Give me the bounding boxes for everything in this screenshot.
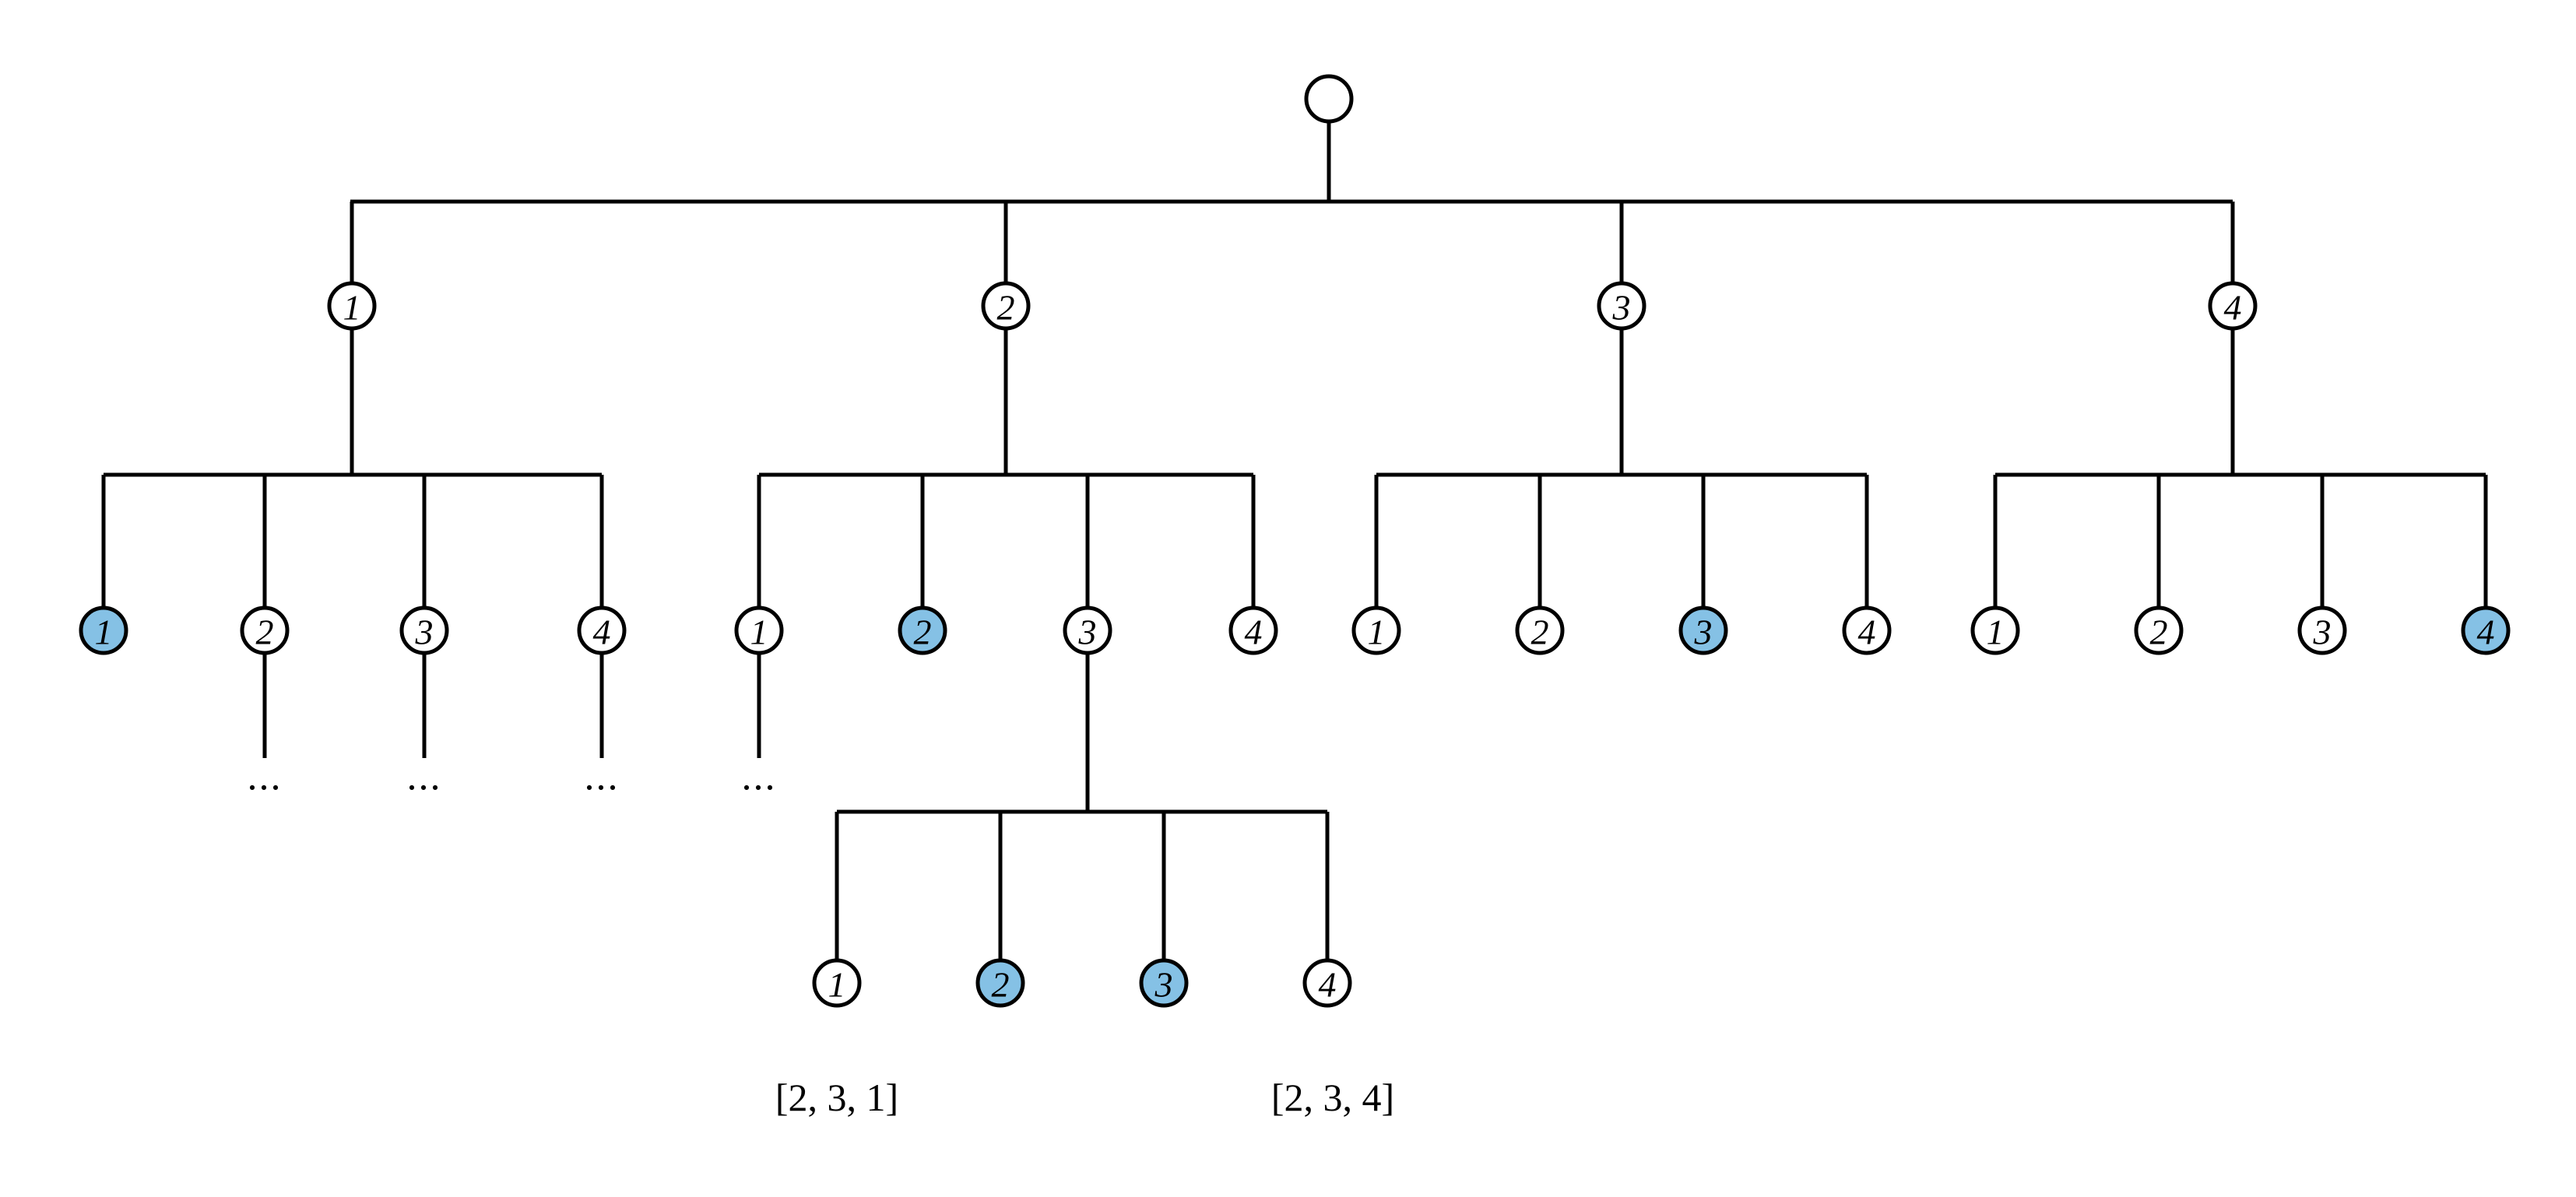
node-2-3-circle[interactable]: [1063, 606, 1112, 655]
node-3-4[interactable]: 4: [1842, 606, 1892, 655]
node-2-4[interactable]: 4: [1228, 606, 1278, 655]
node-1-2-label: 2: [256, 613, 274, 652]
path-label-right: [2, 3, 4]: [1271, 1076, 1394, 1119]
node-3-4-circle[interactable]: [1842, 606, 1892, 655]
node-3-1-circle[interactable]: [1351, 606, 1401, 655]
node-4-3-label: 3: [2313, 613, 2332, 652]
node-2-3[interactable]: 3: [1063, 606, 1112, 655]
node-2-3-3-circle[interactable]: [1139, 958, 1189, 1008]
node-2-3-1[interactable]: 1: [812, 958, 862, 1008]
node-4-4[interactable]: 4: [2461, 606, 2511, 655]
node-3-3[interactable]: 3: [1678, 606, 1728, 655]
node-3-circle[interactable]: [1597, 281, 1646, 331]
node-2-3-4[interactable]: 4: [1302, 958, 1352, 1008]
node-1-3-circle[interactable]: [399, 606, 449, 655]
node-4-4-circle[interactable]: [2461, 606, 2511, 655]
node-2-2-circle[interactable]: [898, 606, 947, 655]
node-1-1-label: 1: [95, 613, 113, 652]
node-1-2[interactable]: 2: [240, 606, 290, 655]
node-1-1[interactable]: 1: [79, 606, 128, 655]
ellipsis-under-node-1-3: ...: [407, 755, 442, 799]
node-3-4-label: 4: [1858, 613, 1876, 652]
edges-layer: [101, 121, 2488, 960]
node-3-1[interactable]: 1: [1351, 606, 1401, 655]
node-2[interactable]: 2: [981, 281, 1031, 331]
node-3-2-label: 2: [1531, 613, 1549, 652]
node-4-3[interactable]: 3: [2297, 606, 2347, 655]
node-3[interactable]: 3: [1597, 281, 1646, 331]
root-node[interactable]: [1304, 74, 1354, 124]
node-1-3-label: 3: [415, 613, 434, 652]
node-2-3-2-circle[interactable]: [975, 958, 1025, 1008]
node-2-4-label: 4: [1245, 613, 1263, 652]
node-3-2-circle[interactable]: [1515, 606, 1565, 655]
node-2-3-3[interactable]: 3: [1139, 958, 1189, 1008]
node-1-4[interactable]: 4: [577, 606, 627, 655]
node-1-2-circle[interactable]: [240, 606, 290, 655]
node-2-3-label: 3: [1078, 613, 1097, 652]
node-4-2-label: 2: [2150, 613, 2168, 652]
ellipsis-under-node-1-2: ...: [248, 755, 283, 799]
node-4-3-circle[interactable]: [2297, 606, 2347, 655]
node-3-label: 3: [1612, 288, 1631, 328]
node-4-circle[interactable]: [2208, 281, 2258, 331]
node-1[interactable]: 1: [327, 281, 377, 331]
node-3-1-label: 1: [1368, 613, 1386, 652]
node-4-2-circle[interactable]: [2134, 606, 2184, 655]
node-4-1-label: 1: [1987, 613, 2005, 652]
node-3-3-label: 3: [1694, 613, 1713, 652]
node-1-1-circle[interactable]: [79, 606, 128, 655]
node-2-3-2-label: 2: [992, 965, 1010, 1005]
path-label-left: [2, 3, 1]: [775, 1076, 898, 1119]
node-2-1-label: 1: [750, 613, 768, 652]
node-2-3-1-label: 1: [828, 965, 846, 1005]
root-node-circle[interactable]: [1304, 74, 1354, 124]
node-2-circle[interactable]: [981, 281, 1031, 331]
node-1-4-circle[interactable]: [577, 606, 627, 655]
node-1-circle[interactable]: [327, 281, 377, 331]
node-2-3-1-circle[interactable]: [812, 958, 862, 1008]
node-2-1-circle[interactable]: [734, 606, 784, 655]
node-2-4-circle[interactable]: [1228, 606, 1278, 655]
node-2-2[interactable]: 2: [898, 606, 947, 655]
node-4-1-circle[interactable]: [1970, 606, 2020, 655]
node-2-3-4-circle[interactable]: [1302, 958, 1352, 1008]
node-4-label: 4: [2224, 288, 2242, 328]
node-2-2-label: 2: [914, 613, 932, 652]
node-2-label: 2: [997, 288, 1015, 328]
node-4-1[interactable]: 1: [1970, 606, 2020, 655]
node-1-label: 1: [343, 288, 361, 328]
node-3-2[interactable]: 2: [1515, 606, 1565, 655]
node-2-1[interactable]: 1: [734, 606, 784, 655]
node-1-4-label: 4: [593, 613, 611, 652]
node-4-2[interactable]: 2: [2134, 606, 2184, 655]
node-4-4-label: 4: [2477, 613, 2495, 652]
node-4[interactable]: 4: [2208, 281, 2258, 331]
node-2-3-3-label: 3: [1154, 965, 1173, 1005]
node-2-3-4-label: 4: [1319, 965, 1337, 1005]
node-2-3-2[interactable]: 2: [975, 958, 1025, 1008]
ellipsis-under-node-2-1: ...: [742, 755, 777, 799]
ellipsis-under-node-1-4: ...: [585, 755, 620, 799]
annotations-layer: ............ [2, 3, 1] [2, 3, 4]: [248, 755, 1395, 1120]
node-3-3-circle[interactable]: [1678, 606, 1728, 655]
node-1-3[interactable]: 3: [399, 606, 449, 655]
nodes-layer: 1 2 3 4 1 2 3 4 1 2 3 4 1 2 3 4 1 2 3 4 1 2 3 4: [79, 74, 2511, 1008]
